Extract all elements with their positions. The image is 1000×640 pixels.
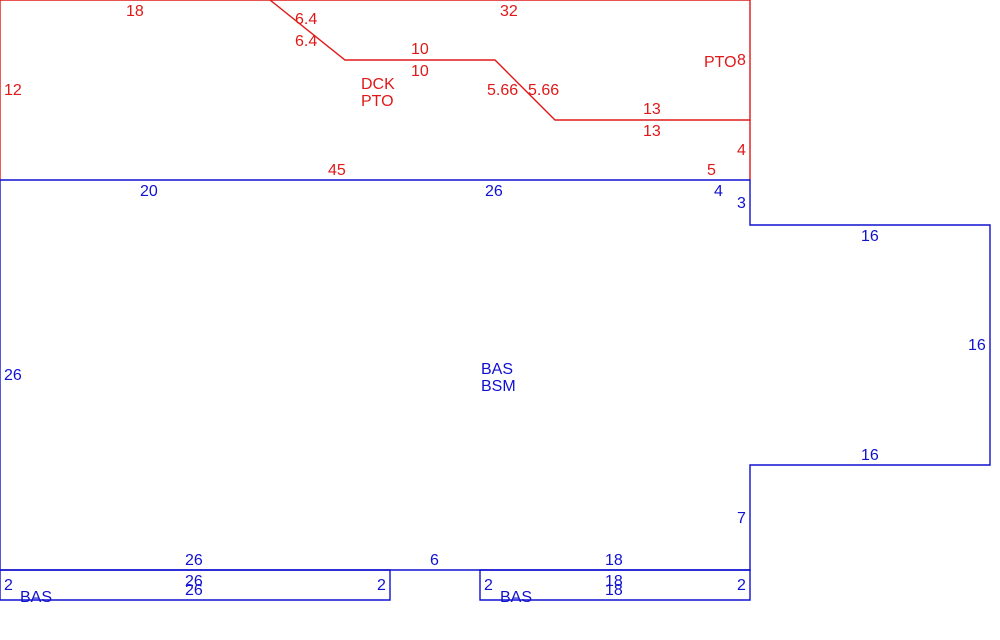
dim-upper-flat-2: 10 <box>411 63 429 80</box>
dim-upper-step-2: 13 <box>643 123 661 140</box>
dim-main-lower-right: 7 <box>737 510 746 527</box>
dim-upper-slope-a-1: 6.4 <box>295 11 317 28</box>
area-code-main-2: BSM <box>481 378 516 395</box>
dim-main-bottom-right: 18 <box>605 552 623 569</box>
dim-upper-slope-a-2: 6.4 <box>295 33 317 50</box>
dim-upper-right-bottom: 4 <box>737 142 746 159</box>
area-code-strip-right: BAS <box>500 589 532 606</box>
area-code-upper-1: DCK <box>361 76 395 93</box>
dim-strip-left-mid: 26 <box>185 573 203 590</box>
dim-main-top-left: 20 <box>140 183 158 200</box>
dim-main-bump-side: 16 <box>968 337 986 354</box>
dim-strip-right-right: 2 <box>737 577 746 594</box>
dim-main-left: 26 <box>4 367 22 384</box>
dim-main-top-mid: 26 <box>485 183 503 200</box>
dim-main-bump-bottom: 16 <box>861 447 879 464</box>
dim-upper-slope-b-1: 5.66 <box>487 82 518 99</box>
dim-main-top-right: 4 <box>714 183 723 200</box>
dim-upper-top-left: 18 <box>126 3 144 20</box>
strip-right: 2 BAS 18 18 2 <box>479 569 751 606</box>
strip-right-outline <box>479 569 751 601</box>
dim-strip-left-right: 2 <box>377 577 386 594</box>
dim-main-gap: 6 <box>430 552 439 569</box>
dim-upper-slope-b-2: 5.66 <box>528 82 559 99</box>
dim-strip-left-bottom: 26 <box>185 582 203 599</box>
strip-left: 2 BAS 26 26 2 <box>0 569 391 606</box>
strip-left-outline <box>0 569 391 601</box>
dim-main-notch: 3 <box>737 195 746 212</box>
upper-area: 18 32 6.4 6.4 10 10 DCK PTO 5.66 5.66 13… <box>0 0 751 180</box>
dim-upper-top-right: 32 <box>500 3 518 20</box>
dim-upper-step-1: 13 <box>643 101 661 118</box>
dim-main-bottom-left: 26 <box>185 552 203 569</box>
dim-strip-right-left: 2 <box>484 577 493 594</box>
area-code-strip-left: BAS <box>20 589 52 606</box>
dim-upper-right-top: 8 <box>737 52 746 69</box>
dim-upper-bottom-right: 5 <box>707 162 716 179</box>
dim-strip-right-bottom: 18 <box>605 582 623 599</box>
dim-upper-flat-1: 10 <box>411 41 429 58</box>
area-code-upper-2: PTO <box>361 93 394 110</box>
area-code-main-1: BAS <box>481 361 513 378</box>
main-area: 20 26 4 3 16 26 16 BAS BSM 16 7 26 6 18 <box>0 179 991 571</box>
dim-upper-left: 12 <box>4 82 22 99</box>
area-code-upper-side: PTO <box>704 54 737 71</box>
dim-main-bump-top: 16 <box>861 228 879 245</box>
dim-strip-left-left: 2 <box>4 577 13 594</box>
upper-area-outline <box>0 0 751 180</box>
dim-strip-right-mid: 18 <box>605 573 623 590</box>
dim-upper-bottom: 45 <box>328 162 346 179</box>
